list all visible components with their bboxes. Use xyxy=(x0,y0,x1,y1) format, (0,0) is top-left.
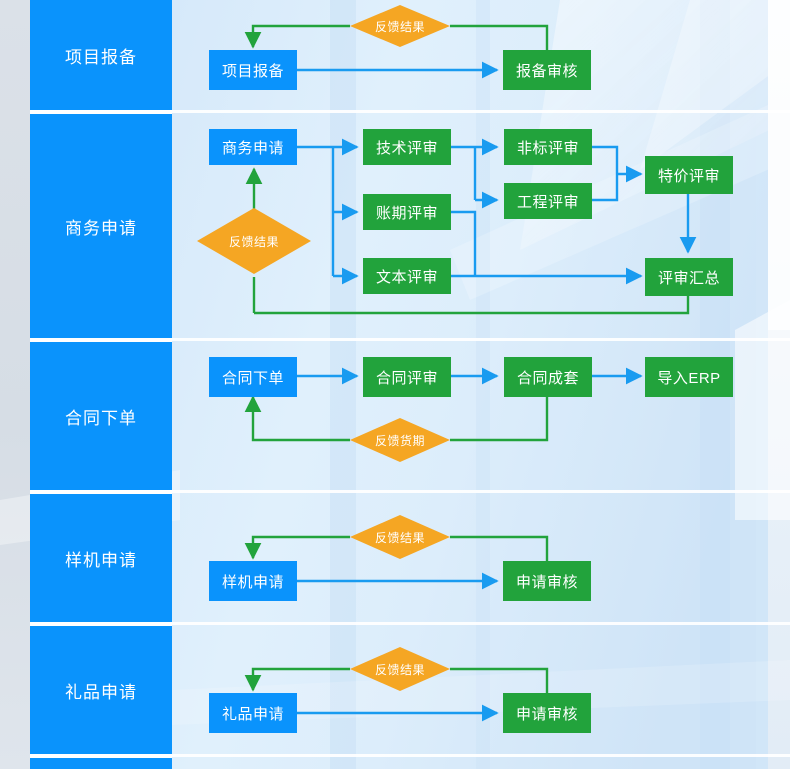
rail-divider xyxy=(30,338,172,342)
node-filing-review[interactable]: 报备审核 xyxy=(503,50,591,90)
node-label: 合同评审 xyxy=(375,369,438,387)
node-label: 报备审核 xyxy=(515,62,578,80)
node-import-erp[interactable]: 导入ERP xyxy=(645,357,733,397)
node-text-review[interactable]: 文本评审 xyxy=(363,258,451,294)
lane-label-contract-order[interactable]: 合同下单 xyxy=(30,342,172,490)
decision-diamond-r5 xyxy=(350,647,450,691)
lane-separator xyxy=(172,490,790,493)
node-contract-order[interactable]: 合同下单 xyxy=(209,357,297,397)
row5-connectors xyxy=(244,647,549,722)
lane-label-sample-application[interactable]: 样机申请 xyxy=(30,494,172,622)
node-label: 特价评审 xyxy=(657,167,720,185)
node-label: 合同成套 xyxy=(516,369,579,387)
rail-divider xyxy=(30,490,172,494)
row1-connectors xyxy=(244,5,549,79)
lane-label-project-filing[interactable]: 项目报备 xyxy=(30,0,172,110)
lane-label-business-application[interactable]: 商务申请 xyxy=(30,114,172,338)
row3-connectors xyxy=(244,367,643,462)
node-label: 商务申请 xyxy=(221,139,284,157)
node-label: 项目报备 xyxy=(221,62,284,80)
lane-label-gift-application[interactable]: 礼品申请 xyxy=(30,626,172,754)
rail-divider xyxy=(30,754,172,758)
rail-divider xyxy=(30,110,172,114)
node-label: 工程评审 xyxy=(516,193,579,211)
node-payment-term-review[interactable]: 账期评审 xyxy=(363,194,451,230)
node-special-price-review[interactable]: 特价评审 xyxy=(645,156,733,194)
node-label: 账期评审 xyxy=(375,204,438,222)
rail-divider xyxy=(30,622,172,626)
lane-separator xyxy=(172,754,790,757)
node-contract-review[interactable]: 合同评审 xyxy=(363,357,451,397)
lane-label-text: 礼品申请 xyxy=(65,682,137,702)
node-review-summary[interactable]: 评审汇总 xyxy=(645,258,733,296)
node-label: 礼品申请 xyxy=(221,705,284,723)
node-gift-application[interactable]: 礼品申请 xyxy=(209,693,297,733)
node-business-application[interactable]: 商务申请 xyxy=(209,129,297,165)
node-contract-assembly[interactable]: 合同成套 xyxy=(504,357,592,397)
decision-diamond-r4 xyxy=(350,515,450,559)
node-label: 申请审核 xyxy=(515,705,578,723)
lane-label-text: 合同下单 xyxy=(65,408,137,428)
row2-connectors xyxy=(197,138,697,315)
node-label: 样机申请 xyxy=(221,573,284,591)
node-technical-review[interactable]: 技术评审 xyxy=(363,129,451,165)
node-label: 技术评审 xyxy=(375,139,438,157)
lane-label-text: 项目报备 xyxy=(65,47,137,67)
lane-label-text: 样机申请 xyxy=(65,550,137,570)
lane-rail: 项目报备 商务申请 合同下单 样机申请 礼品申请 xyxy=(30,0,172,769)
node-sample-application-review[interactable]: 申请审核 xyxy=(503,561,591,601)
lane-separator xyxy=(172,622,790,625)
lane-label-text: 商务申请 xyxy=(65,218,137,238)
node-project-filing[interactable]: 项目报备 xyxy=(209,50,297,90)
node-label: 合同下单 xyxy=(221,369,284,387)
lane-separator xyxy=(172,110,790,113)
node-label: 申请审核 xyxy=(515,573,578,591)
node-label: 导入ERP xyxy=(657,369,721,387)
lane-label-next[interactable] xyxy=(30,758,172,769)
node-label: 非标评审 xyxy=(516,139,579,157)
decision-diamond-r2 xyxy=(197,208,311,274)
decision-diamond-r3 xyxy=(350,418,450,462)
node-nonstandard-review[interactable]: 非标评审 xyxy=(504,129,592,165)
row4-connectors xyxy=(244,515,549,590)
node-engineering-review[interactable]: 工程评审 xyxy=(504,183,592,219)
node-label: 文本评审 xyxy=(375,268,438,286)
node-gift-application-review[interactable]: 申请审核 xyxy=(503,693,591,733)
node-label: 评审汇总 xyxy=(657,269,720,287)
lane-separator xyxy=(172,338,790,341)
node-sample-application[interactable]: 样机申请 xyxy=(209,561,297,601)
decision-diamond-r1 xyxy=(350,5,450,47)
